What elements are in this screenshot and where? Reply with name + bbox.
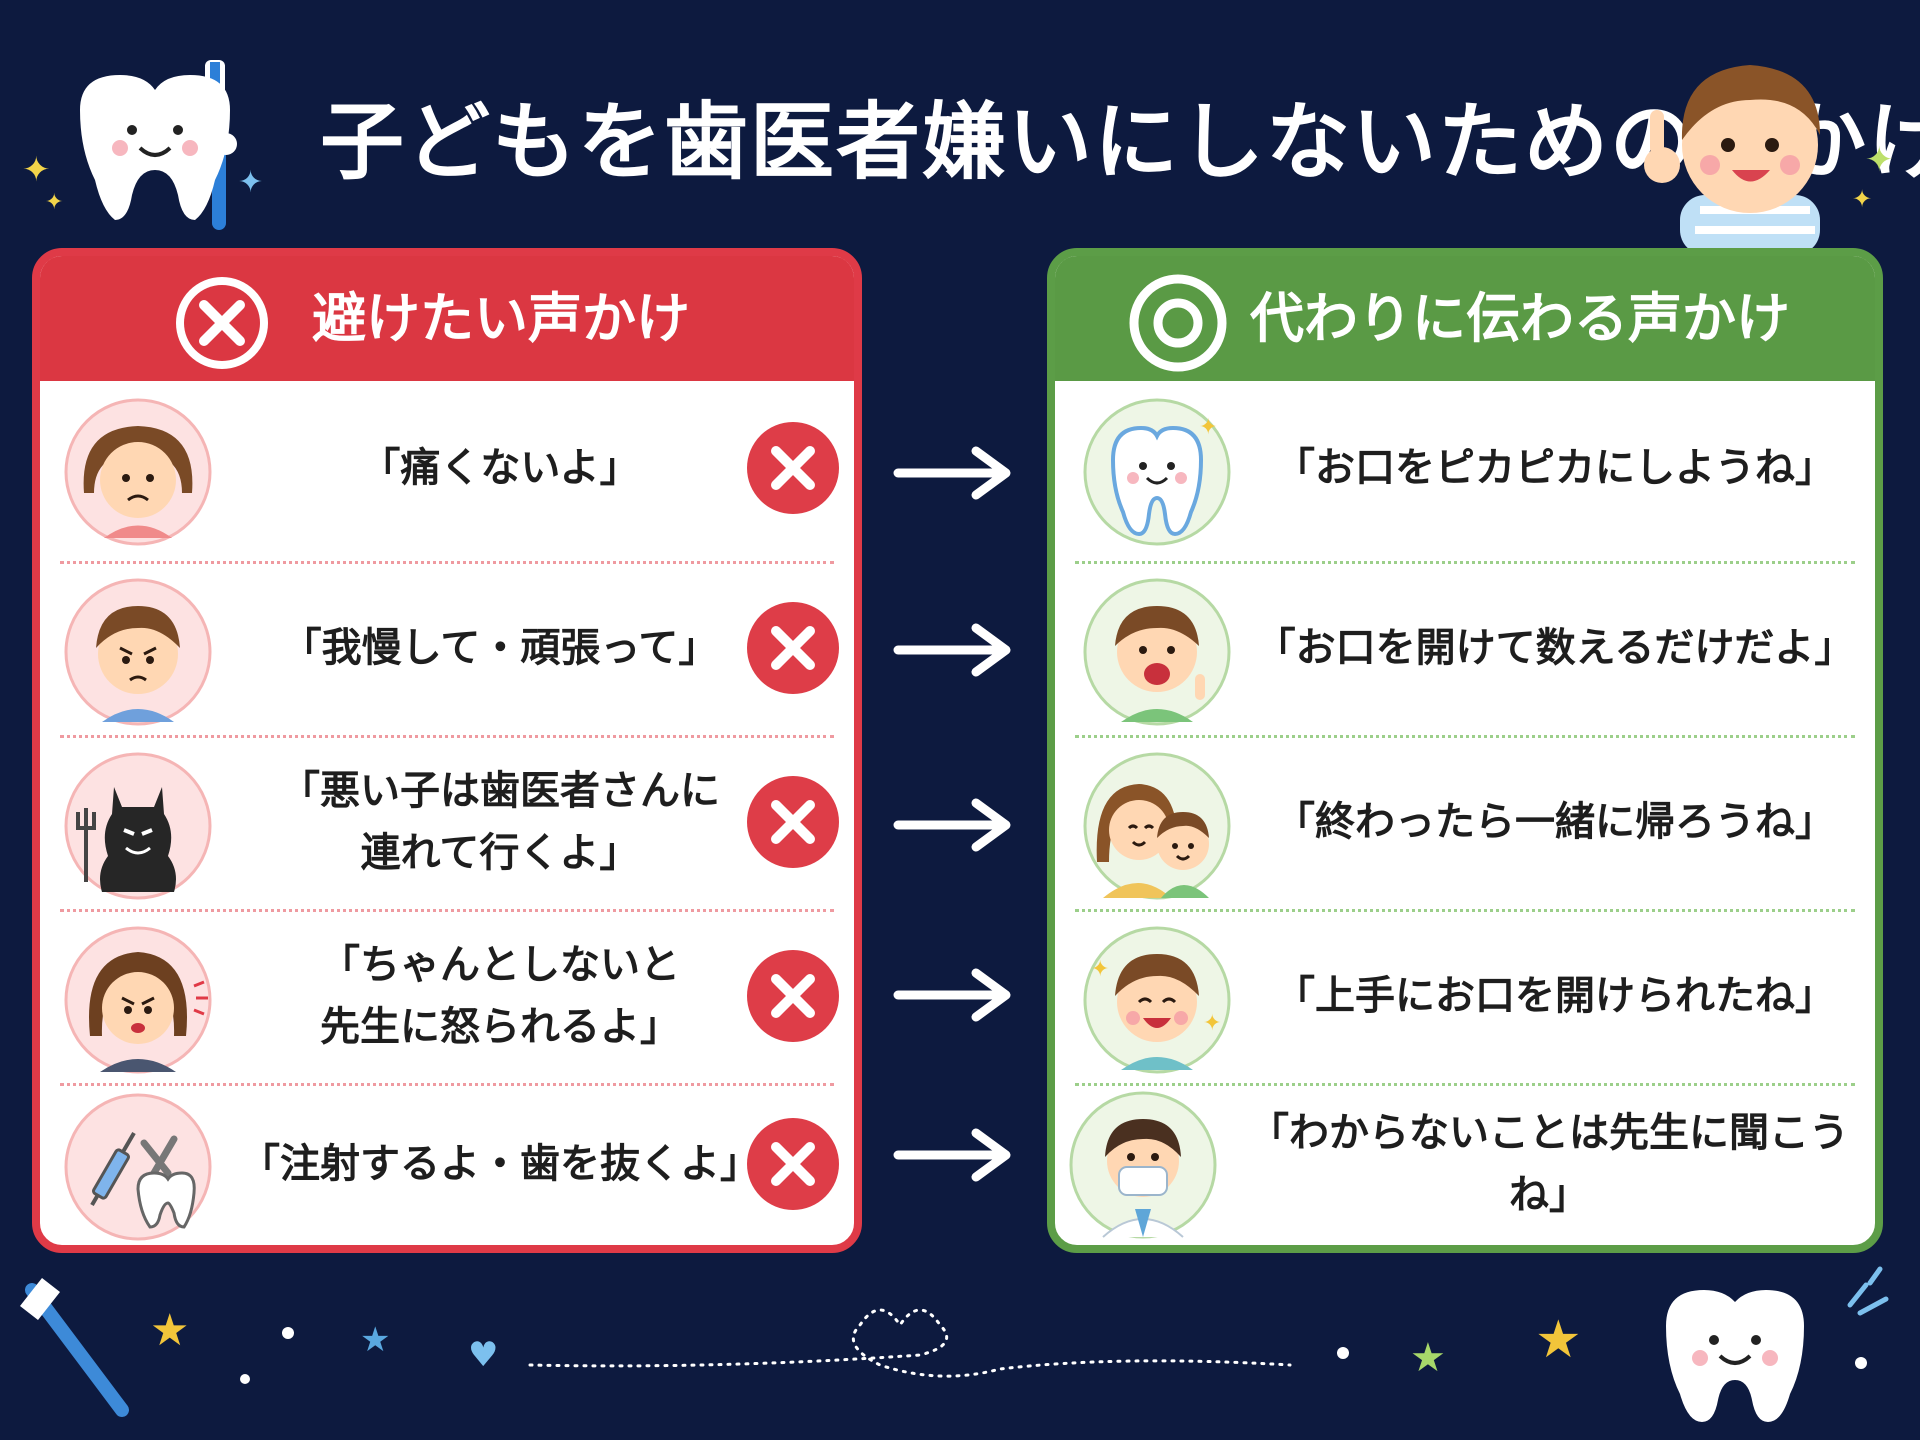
- cross-mark-icon: [746, 775, 840, 869]
- worried-girl-icon: [64, 398, 212, 546]
- cross-mark-icon: [746, 949, 840, 1043]
- avoid-phrase: 「我慢して・頑張って」: [281, 625, 719, 671]
- row-divider: [60, 561, 834, 564]
- smiling-tooth-icon: [1650, 1270, 1820, 1430]
- open-mouth-boy-icon: [1083, 578, 1231, 726]
- list-item: ✦ 「お口をピカピカにしようね」: [1055, 381, 1875, 555]
- list-item: 「終わったら一緒に帰ろうね」: [1055, 735, 1875, 909]
- recommended-phrase: 「お口を開けて数えるだけだよ」: [1255, 625, 1855, 671]
- svg-text:✦: ✦: [1203, 1011, 1221, 1036]
- right-arrow-icon: [892, 620, 1016, 680]
- sparkle-icon: ✦: [1865, 140, 1894, 180]
- list-item: ✦ ✦ 「上手にお口を開けられたね」: [1055, 909, 1875, 1083]
- double-circle-icon: [1128, 273, 1228, 373]
- dot-icon: [282, 1327, 294, 1339]
- happy-boy-icon: ✦ ✦: [1083, 926, 1231, 1074]
- avoid-phrase: 「痛くないよ」: [360, 445, 640, 491]
- avoid-phrase: 「悪い子は歯医者さんに 連れて行くよ」: [280, 768, 720, 876]
- dot-icon: [1855, 1357, 1867, 1369]
- sparkle-icon: ✦: [1852, 185, 1873, 213]
- row-divider: [60, 735, 834, 738]
- row-divider: [1075, 561, 1855, 564]
- sparkle-icon: ✦: [22, 150, 51, 190]
- recommended-panel-title: 代わりに伝わる声かけ: [1250, 287, 1790, 350]
- recommended-panel: 代わりに伝わる声かけ ✦ 「お口をピカピカにしようね」 「お口を開けて数えるだけ…: [1047, 248, 1883, 1253]
- recommended-phrase: 「わからないことは先生に聞こうね」: [1249, 1110, 1849, 1218]
- list-item: 「注射するよ・歯を抜くよ」: [40, 1083, 854, 1245]
- right-arrow-icon: [892, 443, 1016, 503]
- recommended-phrase: 「終わったら一緒に帰ろうね」: [1275, 799, 1835, 845]
- cross-mark-icon: [746, 1117, 840, 1211]
- row-divider: [1075, 735, 1855, 738]
- star-icon: ★: [1535, 1310, 1582, 1370]
- right-arrow-icon: [892, 965, 1016, 1025]
- avoid-phrase: 「注射するよ・歯を抜くよ」: [240, 1141, 760, 1187]
- sparkle-lines-icon: [1840, 1265, 1900, 1325]
- page-title: 子どもを歯医者嫌いにしないための声かけ: [320, 93, 1920, 191]
- sparkle-icon: ✦: [238, 165, 264, 200]
- avoid-panel-header: 避けたい声かけ: [40, 256, 854, 381]
- dentist-icon: [1069, 1091, 1217, 1239]
- frowning-boy-icon: [64, 578, 212, 726]
- tooth-toothbrush-icon: [60, 50, 260, 230]
- dotted-heart-path: [520, 1285, 1300, 1395]
- row-divider: [60, 1083, 834, 1086]
- list-item: 「わからないことは先生に聞こうね」: [1055, 1083, 1875, 1245]
- sparkle-icon: ✦: [45, 190, 64, 215]
- recommended-phrase: 「上手にお口を開けられたね」: [1275, 973, 1835, 1019]
- recommended-phrase: 「お口をピカピカにしようね」: [1275, 445, 1835, 491]
- angry-mother-icon: [64, 926, 212, 1074]
- row-divider: [1075, 909, 1855, 912]
- list-item: 「悪い子は歯医者さんに 連れて行くよ」: [40, 735, 854, 909]
- avoid-panel: 避けたい声かけ 「痛くないよ」: [32, 248, 862, 1253]
- smiling-tooth-icon: ✦: [1083, 398, 1231, 546]
- svg-text:✦: ✦: [1199, 415, 1217, 440]
- cross-mark-icon: [746, 421, 840, 515]
- list-item: 「我慢して・頑張って」: [40, 561, 854, 735]
- star-icon: ★: [1410, 1335, 1446, 1381]
- avoid-panel-title: 避けたい声かけ: [312, 287, 690, 350]
- star-icon: ★: [360, 1320, 391, 1360]
- mother-child-icon: [1083, 752, 1231, 900]
- syringe-pliers-tooth-icon: [64, 1093, 212, 1241]
- avoid-phrase: 「ちゃんとしないと 先生に怒られるよ」: [320, 942, 680, 1050]
- row-divider: [60, 909, 834, 912]
- dot-icon: [1337, 1347, 1349, 1359]
- star-icon: ★: [150, 1305, 190, 1356]
- toothbrush-icon: [12, 1270, 132, 1420]
- cross-mark-icon: [746, 601, 840, 695]
- cross-circle-icon: [172, 273, 272, 373]
- right-arrow-icon: [892, 1125, 1016, 1185]
- row-divider: [1075, 1083, 1855, 1086]
- list-item: 「ちゃんとしないと 先生に怒られるよ」: [40, 909, 854, 1083]
- list-item: 「痛くないよ」: [40, 381, 854, 555]
- devil-icon: [64, 752, 212, 900]
- pointing-boy-icon: [1640, 35, 1840, 255]
- list-item: 「お口を開けて数えるだけだよ」: [1055, 561, 1875, 735]
- heart-icon: ♥: [468, 1335, 499, 1375]
- right-arrow-icon: [892, 795, 1016, 855]
- recommended-panel-header: 代わりに伝わる声かけ: [1055, 256, 1875, 381]
- svg-text:✦: ✦: [1091, 957, 1109, 982]
- dot-icon: [240, 1374, 250, 1384]
